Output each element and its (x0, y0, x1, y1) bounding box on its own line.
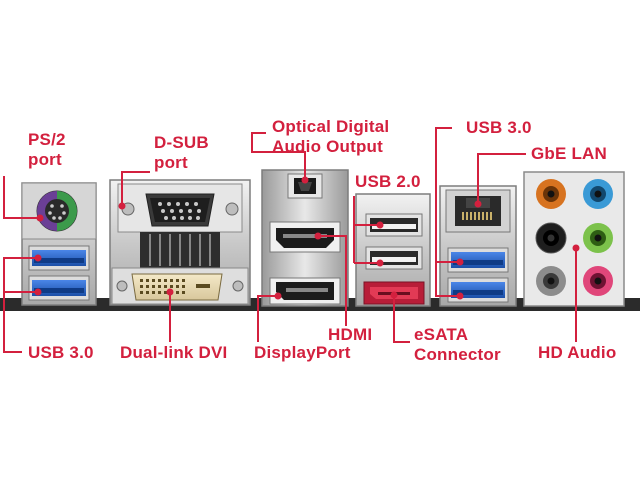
label-ps2-port: PS/2 port (28, 130, 66, 169)
label-esata-connector: eSATA Connector (414, 325, 501, 364)
ps2-port-icon[interactable] (36, 190, 78, 232)
audio-jack-icon[interactable] (535, 222, 567, 254)
usb2-esata-stack (355, 193, 431, 307)
leader-gbe (477, 153, 526, 204)
label-usb30-left: USB 3.0 (28, 343, 94, 362)
leader-ps2 (3, 176, 40, 219)
leader-displayport (257, 295, 278, 342)
screw-icon (225, 202, 239, 216)
audio-jack-icon[interactable] (536, 266, 566, 296)
leader-usb30-left (3, 257, 38, 353)
leader-dsub (121, 171, 150, 206)
usb2-port-icon[interactable] (365, 213, 423, 237)
screw-icon (116, 280, 128, 292)
usb3-port-icon[interactable] (447, 247, 509, 273)
label-displayport: DisplayPort (254, 343, 351, 362)
screw-icon (232, 280, 244, 292)
usb2-port-icon[interactable] (365, 246, 423, 270)
label-hdmi: HDMI (328, 325, 373, 344)
leader-usb30-right (435, 127, 460, 297)
dsub-port-icon[interactable] (145, 193, 215, 227)
audio-jack-icon[interactable] (583, 179, 613, 209)
dsub-dvi-stack (109, 179, 251, 306)
audio-jack-icon[interactable] (536, 179, 566, 209)
label-gbe-lan: GbE LAN (531, 144, 608, 163)
displayport-port-icon[interactable] (269, 277, 341, 305)
leader-hdmi (318, 235, 347, 326)
ps2-usb3-stack (21, 182, 97, 306)
usb3-port-icon[interactable] (447, 277, 509, 303)
label-dual-link-dvi: Dual-link DVI (120, 343, 228, 362)
leader-esata (393, 295, 410, 343)
label-optical-audio: Optical Digital Audio Output (272, 117, 390, 156)
dvi-port-icon[interactable] (131, 273, 223, 301)
leader-optical (251, 132, 306, 180)
av-output-stack (261, 169, 349, 307)
usb3-port-icon[interactable] (28, 275, 90, 301)
audio-jack-icon[interactable] (583, 223, 613, 253)
leader-lines (3, 127, 580, 353)
label-usb30-right: USB 3.0 (466, 118, 532, 137)
label-hd-audio: HD Audio (538, 343, 617, 362)
optical-port-icon[interactable] (287, 173, 323, 199)
audio-jack-icon[interactable] (583, 266, 613, 296)
label-dsub-port: D-SUB port (154, 133, 209, 172)
label-usb20: USB 2.0 (355, 172, 421, 191)
audio-jack-stack (523, 171, 625, 307)
